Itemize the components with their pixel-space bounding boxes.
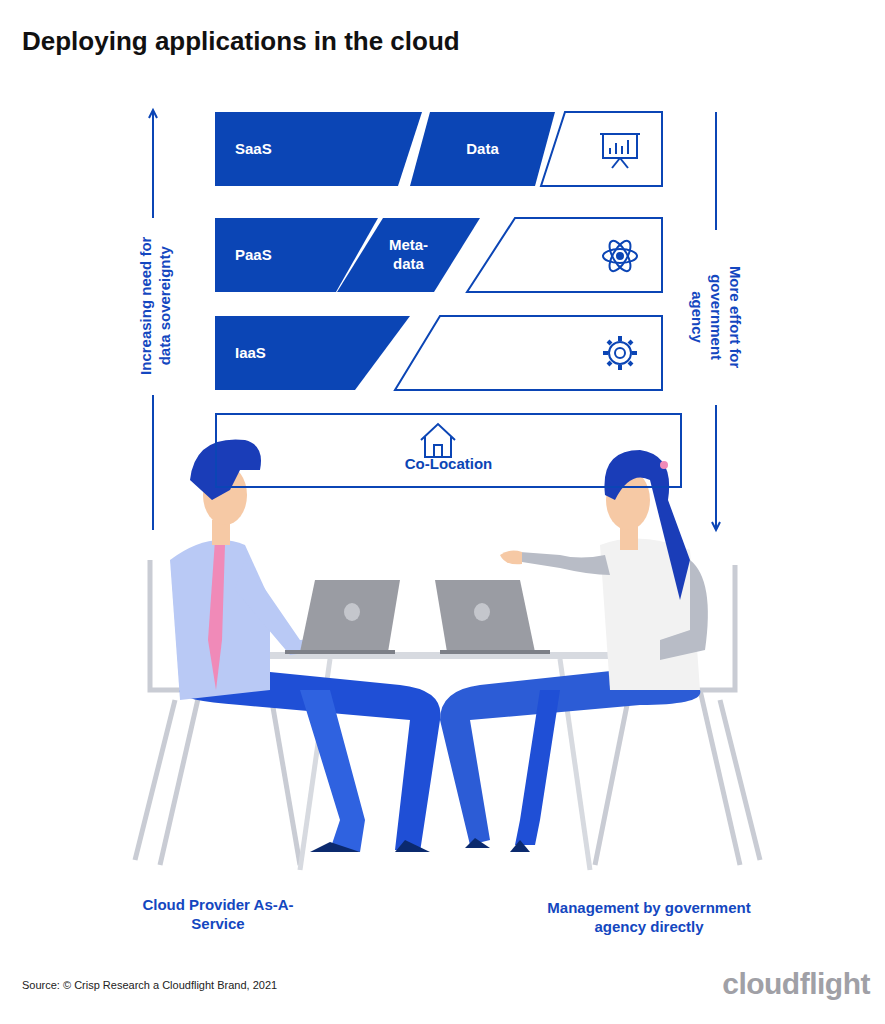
- service-band: IaaS: [215, 316, 410, 390]
- node-label: Meta- data: [379, 236, 439, 274]
- icon-panel: [395, 316, 662, 390]
- service-band: SaaS: [215, 112, 422, 186]
- title: Deploying applications in the cloud: [22, 26, 460, 57]
- atom-icon: [603, 238, 637, 274]
- icon-panel: [467, 218, 662, 292]
- band-fill: [410, 112, 555, 186]
- house-icon: [421, 424, 455, 457]
- watermark: cloudflight: [700, 965, 870, 1003]
- role-label: Cloud Provider As-A-Service: [133, 896, 303, 934]
- source-note: Source: © Crisp Research a Cloudflight B…: [22, 979, 522, 993]
- node-label: Co-Location: [217, 455, 680, 474]
- band-fill: [215, 316, 410, 390]
- icon-panel: [541, 112, 662, 186]
- presentation-icon: [600, 134, 640, 168]
- node-label: Data: [433, 140, 533, 159]
- band-fill: [337, 218, 480, 292]
- axis-label: More effort for government agency: [688, 257, 744, 377]
- node-label: PaaS: [235, 246, 325, 265]
- woman-figure: [440, 450, 708, 852]
- service-band: Meta- data: [337, 218, 480, 292]
- axis-label: Increasing need for data sovereignty: [136, 224, 174, 389]
- colocation-box: Co-Location: [215, 413, 682, 488]
- node-label: IaaS: [235, 344, 345, 363]
- band-fill: [215, 112, 422, 186]
- role-label: Management by government agency directly: [524, 899, 774, 937]
- gear-icon: [603, 336, 637, 370]
- service-band: Data: [410, 112, 555, 186]
- node-label: SaaS: [235, 140, 385, 159]
- man-figure: [170, 440, 441, 853]
- laptop: [285, 580, 550, 654]
